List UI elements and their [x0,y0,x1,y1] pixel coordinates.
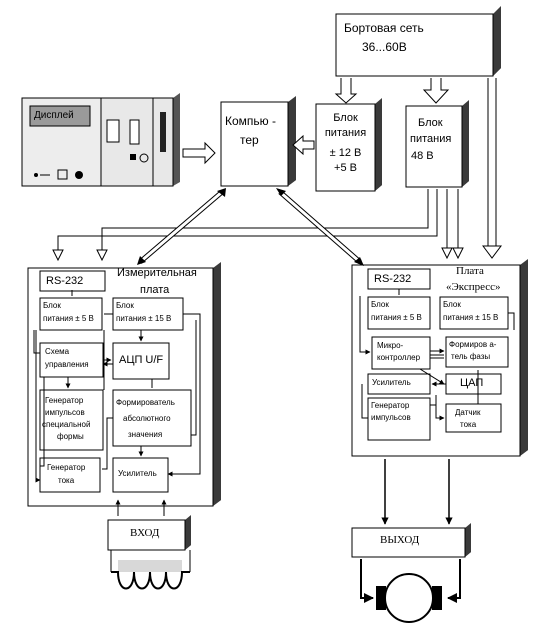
mb-wiring [33,290,201,483]
computer-to-express-link [278,190,362,264]
eb-psu15-box [439,296,509,330]
display-terminal [21,93,180,187]
output-block [351,523,471,558]
eb-phase-label-1: Формиров а- [449,340,497,349]
mb-abs-former-label-3: значения [128,430,163,439]
mb-pulse-gen-box [39,389,104,451]
coil-icon [111,560,190,590]
psu48-label-1: Блок [418,117,443,129]
eb-mcu-label-2: контроллер [377,353,421,362]
output-arrows [381,459,453,525]
psu12-label-3: ± 12 В [329,147,362,159]
mb-pulse-gen-label-3: специальной [42,420,91,429]
output-label: ВЫХОД [380,534,420,546]
eb-psu5-box [367,296,431,330]
mb-rs232-label: RS-232 [46,275,84,287]
mb-current-gen-label-1: Генератор [47,463,86,472]
network-to-psu12-arrow [334,78,358,104]
eb-psu5-label-1: Блок [371,300,389,309]
mb-abs-former-label-1: Формирователь [116,398,175,407]
mb-psu5-label-2: питания ± 5 В [43,314,94,323]
eb-mcu-box [371,336,431,370]
mb-current-gen-box [39,457,101,493]
eb-sensor-box [445,403,502,433]
motor-icon [360,559,461,623]
eb-dac-label: ЦАП [460,377,484,389]
eb-sensor-label-1: Датчик [455,408,481,417]
eb-psu15-label-1: Блок [443,300,461,309]
mb-pulse-gen-label-1: Генератор [45,396,84,405]
network-bus-line [487,78,497,248]
eb-pulse-gen-label-1: Генератор [371,401,410,410]
mb-psu15-label-2: питания ± 15 В [116,314,172,323]
computer-box [220,96,296,187]
eb-phase-label-2: тель фазы [451,352,491,361]
eb-pulse-gen-box [367,397,431,441]
mb-pulse-gen-label-2: импульсов [45,408,85,417]
psu48-label-2: питания [410,133,452,145]
eb-sensor-label-2: тока [460,420,477,429]
eb-psu15-label-2: питания ± 15 В [443,313,499,322]
mb-control-label-2: управления [45,360,89,369]
input-label: ВХОД [130,527,160,539]
eb-pulse-gen-label-2: импульсов [371,413,411,422]
eb-mcu-label-1: Микро- [377,341,404,350]
input-block [107,515,191,551]
computer-label-1: Компью - [225,114,276,128]
mb-current-gen-label-2: тока [58,476,75,485]
power-network-title: Бортовая сеть [344,21,424,35]
mb-title-1: Измерительная [117,267,197,279]
mb-psu15-label-1: Блок [116,301,134,310]
mb-psu15-box [112,297,184,331]
mb-adc-box [112,342,170,380]
psu12-to-computer-arrow [292,134,315,156]
mb-adc-label: АЦП U/F [119,354,164,366]
psu48-label-3: 48 В [411,150,434,162]
mb-psu5-label-1: Блок [43,301,61,310]
display-to-computer-arrow [182,141,216,165]
network-to-psu48-arrow [422,78,450,104]
psu12-label-2: питания [324,127,367,139]
mb-abs-former-label-2: абсолютного [123,414,171,423]
mb-control-label-1: Схема [45,347,70,356]
eb-rs232-label: RS-232 [374,273,412,285]
eb-amplifier-box [367,373,431,395]
computer-to-measuring-link [138,190,224,264]
psu12-label-1: Блок [333,112,358,124]
power-network-box [335,6,501,77]
eb-title-2: «Экспресс» [446,281,501,293]
eb-wiring [359,289,515,421]
mb-title-2: плата [140,284,170,296]
psu-12v-box [315,98,382,192]
mb-pulse-gen-label-4: формы [57,432,84,441]
input-arrows [110,499,191,572]
psu-48v-box [405,100,469,188]
power-distribution-lines [57,189,459,252]
mb-psu5-box [39,297,103,331]
eb-amplifier-label: Усилитель [372,378,411,387]
mb-control-box [39,342,104,378]
eb-psu5-label-2: питания ± 5 В [371,313,422,322]
mb-amplifier-label: Усилитель [118,469,157,478]
mb-abs-former-box [112,389,192,447]
eb-phase-box [445,336,509,368]
eb-title-1: Плата [456,265,484,277]
psu12-label-4: +5 В [334,162,357,174]
display-label: Дисплей [34,110,74,121]
power-network-voltage: 36...60В [362,40,407,54]
computer-label-2: тер [240,133,259,147]
